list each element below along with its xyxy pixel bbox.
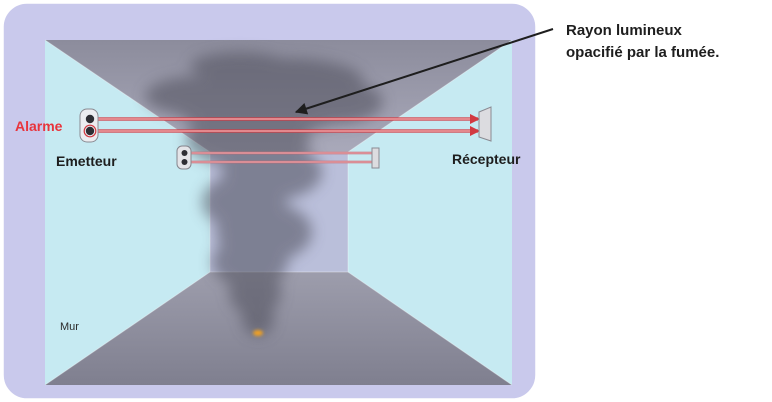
smoke-puff <box>190 52 290 80</box>
fire-source <box>253 330 263 336</box>
alarm-indicator-ring <box>83 124 97 138</box>
lower-receiver-device <box>371 147 380 169</box>
emitter-lens-icon <box>85 114 95 124</box>
annotation-line-1: Rayon lumineux <box>566 22 683 39</box>
lower-beam <box>190 151 372 164</box>
upper-receiver-device <box>478 106 492 142</box>
edge-top-left <box>44 39 211 153</box>
receiver-label: Récepteur <box>452 151 521 167</box>
emitter-lens-icon <box>85 126 95 136</box>
emitter-label: Emetteur <box>56 153 117 169</box>
wall-label: Mur <box>60 321 79 333</box>
upper-beam <box>98 113 481 137</box>
emitter-lens-icon <box>181 150 188 156</box>
annotation: Rayon lumineux opacifié par la fumée. <box>566 22 719 61</box>
upper-emitter-device <box>79 108 99 143</box>
edge-bottom-right <box>347 271 513 386</box>
floor <box>45 272 512 385</box>
emitter-lens-icon <box>181 159 188 165</box>
edge-bottom-left <box>44 271 211 386</box>
lower-emitter-device <box>176 145 192 170</box>
edge-top-right <box>347 39 513 153</box>
smoke-puff <box>145 76 255 116</box>
lower-emitter-housing <box>176 145 192 170</box>
smoke-cloud <box>145 52 383 336</box>
alarm-label: Alarme <box>15 118 63 134</box>
annotation-pointer-arrow <box>294 28 554 115</box>
annotation-line-2: opacifié par la fumée. <box>566 44 719 61</box>
